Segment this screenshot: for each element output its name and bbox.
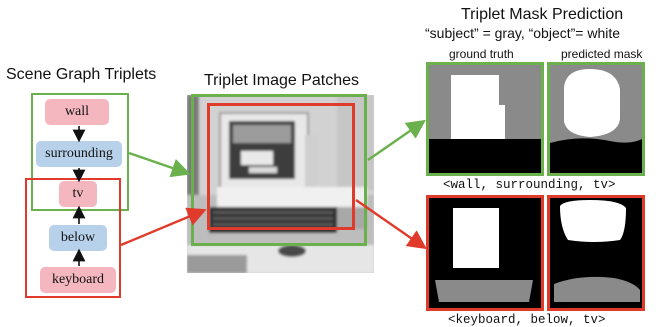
node-below: below xyxy=(49,225,107,251)
gt-mask-wall-surrounding-tv xyxy=(426,62,544,176)
node-wall: wall xyxy=(45,99,109,125)
mask-title: Triplet Mask Prediction xyxy=(461,6,624,23)
red-arrow-patch-to-mask xyxy=(355,199,427,250)
green-arrow-graph-to-patch xyxy=(128,151,191,178)
node-keyboard: keyboard xyxy=(40,267,116,293)
mask-subtitle: “subject” = gray, “object”= white xyxy=(425,25,621,41)
triplet-label-1: <wall, surrounding, tv> xyxy=(443,178,616,192)
green-patch-box xyxy=(191,94,367,246)
scene-graph-title: Scene Graph Triplets xyxy=(6,66,157,83)
ground-truth-label: ground truth xyxy=(449,47,514,61)
patches-title: Triplet Image Patches xyxy=(204,72,360,89)
red-arrow-graph-to-patch xyxy=(120,207,207,247)
red-patch-box xyxy=(207,103,355,230)
node-tv: tv xyxy=(59,181,97,207)
green-arrow-patch-to-mask xyxy=(367,119,426,161)
pred-mask-keyboard-below-tv xyxy=(547,195,645,311)
node-surrounding: surrounding xyxy=(36,141,122,167)
predicted-mask-label: predicted mask xyxy=(561,47,643,61)
gt-mask-keyboard-below-tv xyxy=(426,195,544,311)
pred-mask-wall-surrounding-tv xyxy=(547,62,645,176)
